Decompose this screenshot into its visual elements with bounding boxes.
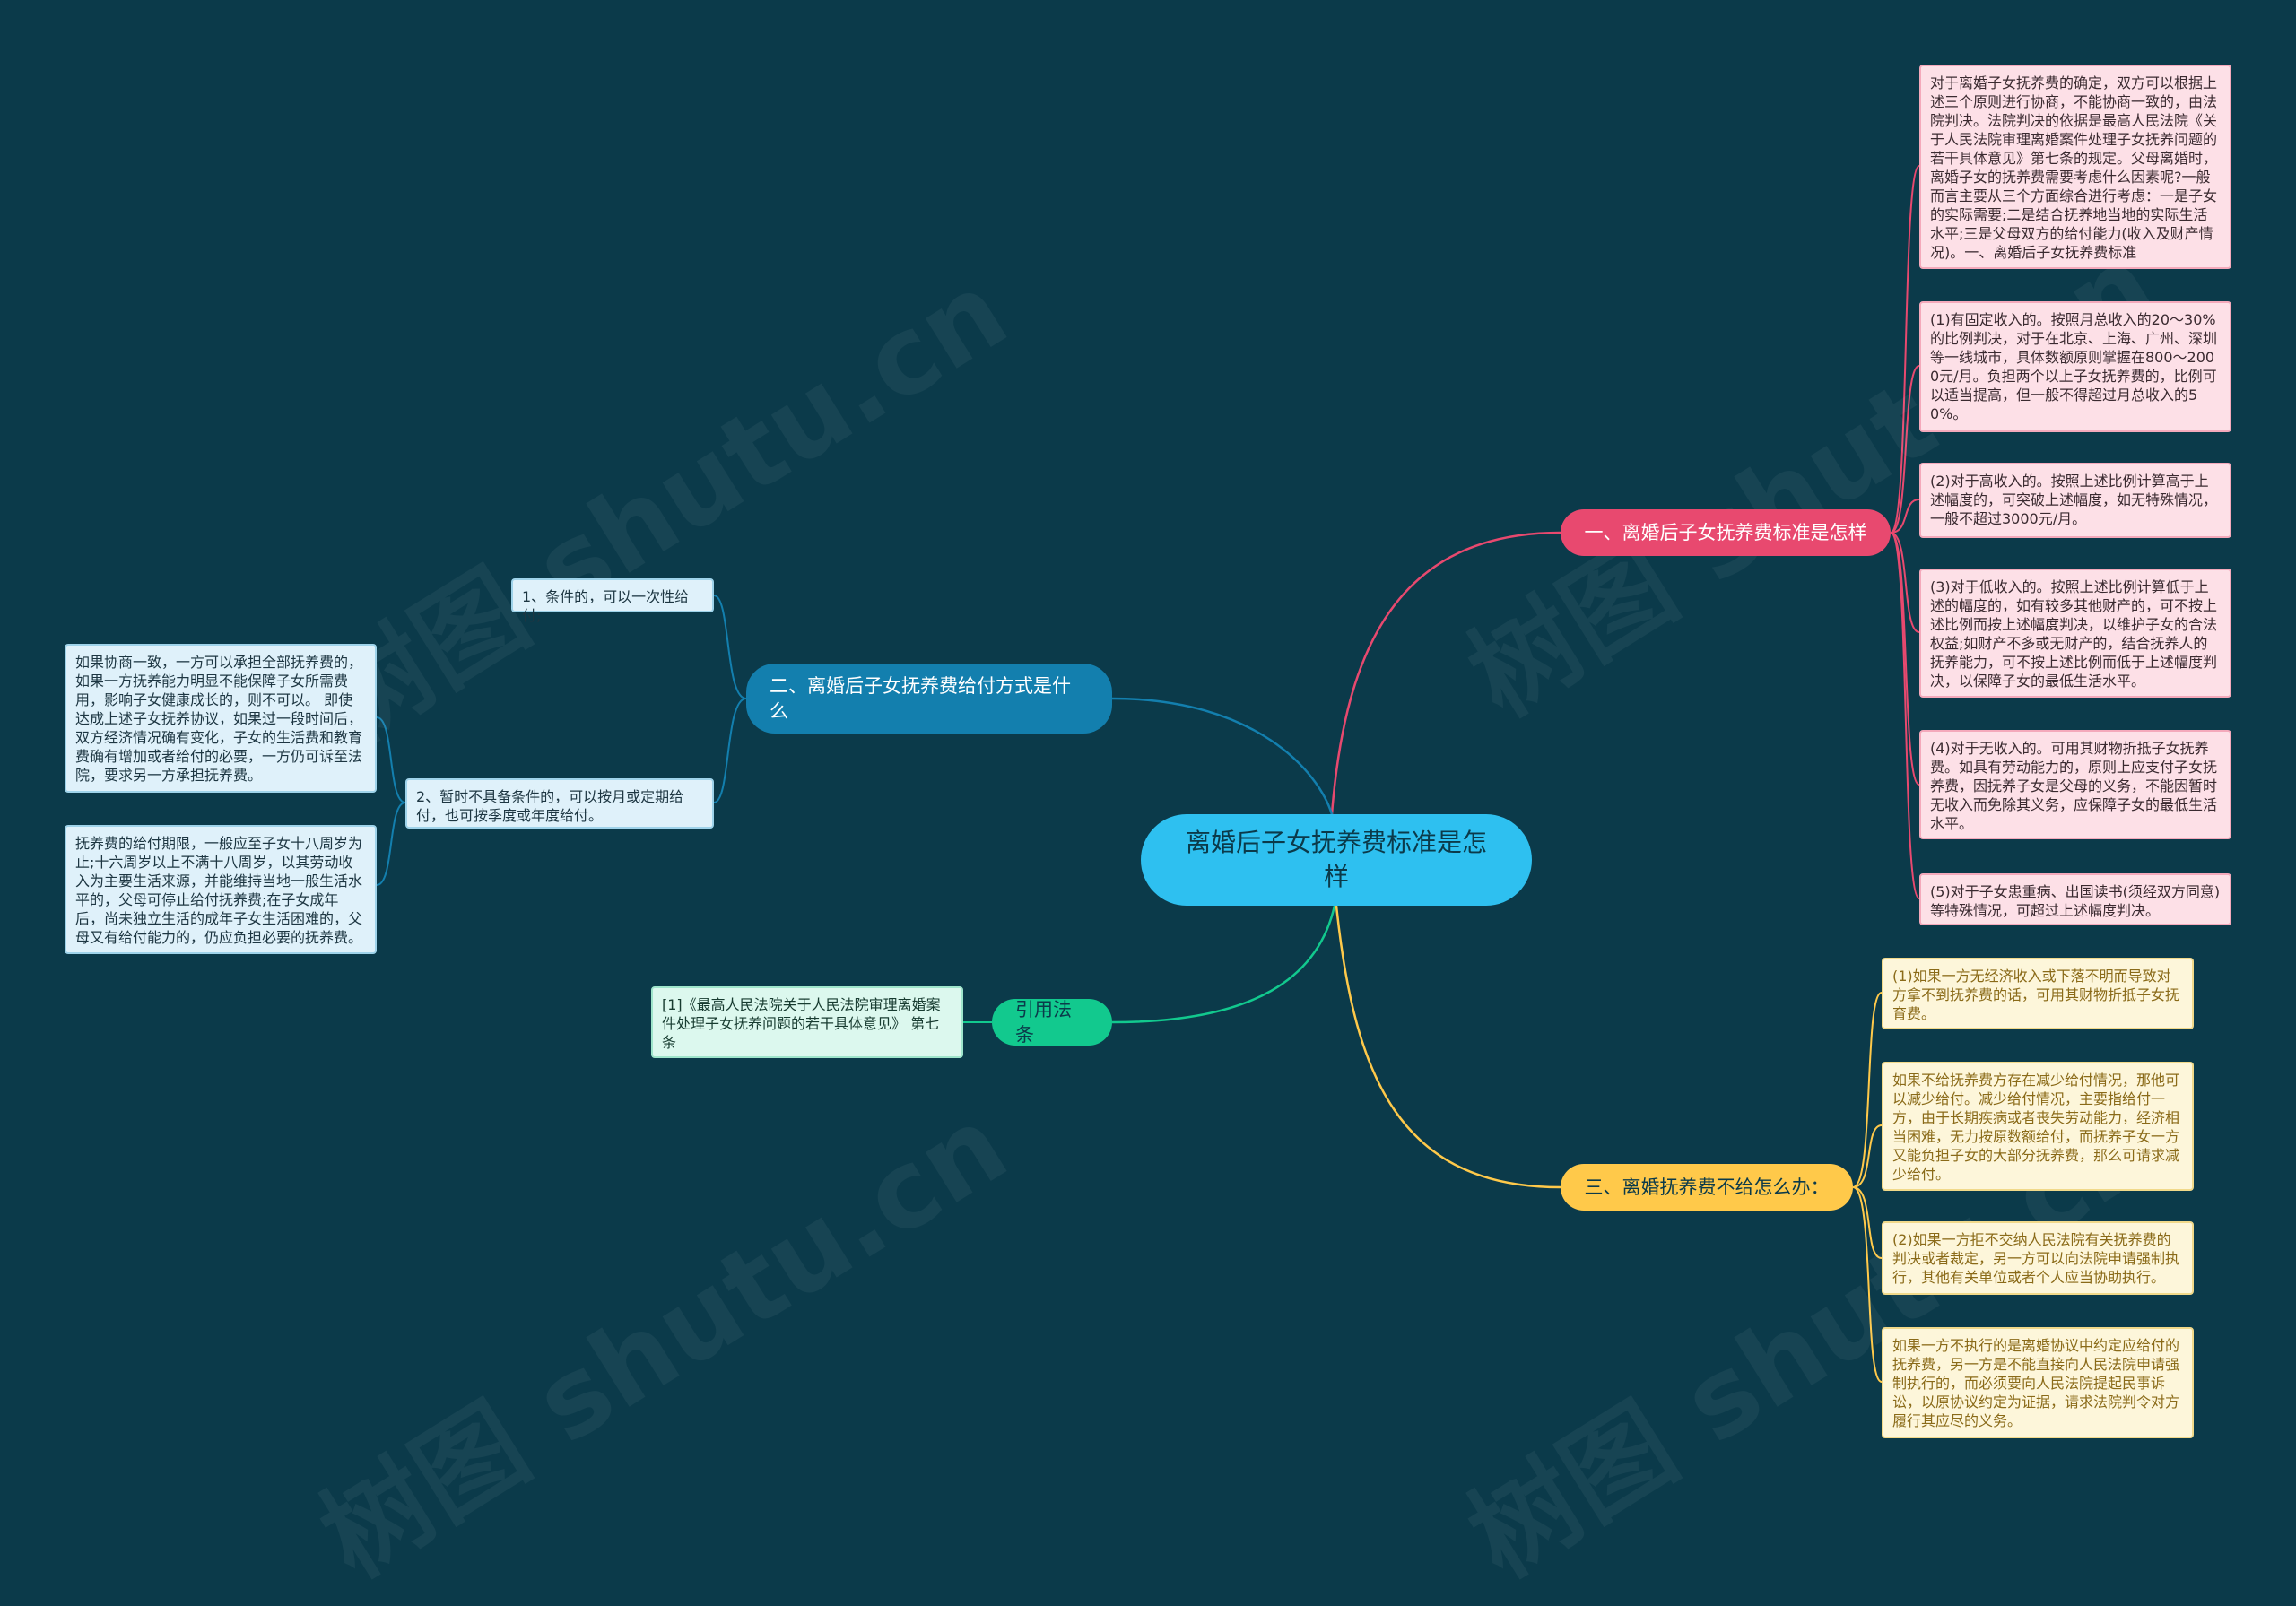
branch-standard-label: 一、离婚后子女抚养费标准是怎样: [1584, 522, 1867, 543]
branch-unpaid[interactable]: 三、离婚抚养费不给怎么办：: [1561, 1164, 1853, 1211]
link-unpaid-2: [1852, 1186, 1883, 1259]
link-standard-2: [1890, 499, 1920, 534]
payment-note-agreement[interactable]: 如果协商一致，一方可以承担全部抚养费的，如果一方抚养能力明显不能保障子女所需费用…: [65, 644, 377, 793]
law-leaf[interactable]: [1]《最高人民法院关于人民法院审理离婚案件处理子女抚养问题的若干具体意见》 第…: [651, 986, 963, 1058]
connector-lines: [376, 165, 1920, 1383]
link-center-payment: [1111, 697, 1334, 815]
link-unpaid-0: [1852, 992, 1883, 1188]
payment-leaf-one-time[interactable]: 1、条件的，可以一次性给付;: [511, 578, 714, 624]
branch-law-label: 引用法条: [1015, 999, 1072, 1046]
branch-payment-label: 二、离婚后子女抚养费给付方式是什么: [770, 675, 1071, 722]
payment-note-period[interactable]: 抚养费的给付期限，一般应至子女十八周岁为止;十六周岁以上不满十八周岁，以其劳动收…: [65, 825, 377, 954]
link-payment-0: [713, 595, 747, 699]
standard-leaf[interactable]: (4)对于无收入的。可用其财物折抵子女抚养费。如具有劳动能力的，原则上应支付子女…: [1919, 730, 2231, 839]
link-center-unpaid: [1335, 905, 1561, 1189]
branch-payment[interactable]: 二、离婚后子女抚养费给付方式是什么: [746, 664, 1112, 734]
link-payment-3: [376, 802, 406, 886]
unpaid-leaf[interactable]: (2)如果一方拒不交纳人民法院有关抚养费的判决或者裁定，另一方可以向法院申请强制…: [1882, 1221, 2194, 1295]
standard-leaf[interactable]: (5)对于子女患重病、出国读书(须经双方同意)等特殊情况，可超过上述幅度判决。: [1919, 873, 2231, 925]
branch-law[interactable]: 引用法条: [992, 999, 1112, 1046]
link-unpaid-1: [1852, 1124, 1883, 1188]
standard-leaf[interactable]: (3)对于低收入的。按照上述比例计算低于上述的幅度的，如有较多其他财产的，可不按…: [1919, 569, 2231, 698]
branch-standard[interactable]: 一、离婚后子女抚养费标准是怎样: [1561, 509, 1891, 556]
link-payment-2: [376, 716, 406, 803]
unpaid-leaf[interactable]: 如果不给抚养费方存在减少给付情况，那他可以减少给付。减少给付情况，主要指给付一方…: [1882, 1062, 2194, 1191]
branch-unpaid-label: 三、离婚抚养费不给怎么办：: [1584, 1176, 1830, 1198]
link-standard-0: [1890, 165, 1920, 534]
link-standard-5: [1890, 532, 1920, 899]
payment-leaf-periodic[interactable]: 2、暂时不具备条件的，可以按月或定期给付，也可按季度或年度给付。: [405, 778, 714, 829]
link-standard-4: [1890, 532, 1920, 786]
link-center-law: [1111, 905, 1336, 1024]
standard-leaf[interactable]: 对于离婚子女抚养费的确定，双方可以根据上述三个原则进行协商，不能协商一致的，由法…: [1919, 65, 2231, 269]
link-standard-3: [1890, 532, 1920, 633]
standard-leaf[interactable]: (1)有固定收入的。按照月总收入的20～30%的比例判决，对于在北京、上海、广州…: [1919, 301, 2231, 432]
unpaid-leaf[interactable]: (1)如果一方无经济收入或下落不明而导致对方拿不到抚养费的话，可用其财物折抵子女…: [1882, 958, 2194, 1029]
link-standard-1: [1890, 365, 1920, 534]
central-topic[interactable]: 离婚后子女抚养费标准是怎样: [1141, 814, 1532, 906]
unpaid-leaf[interactable]: 如果一方不执行的是离婚协议中约定应给付的抚养费，另一方是不能直接向人民法院申请强…: [1882, 1327, 2194, 1438]
standard-leaf[interactable]: (2)对于高收入的。按照上述比例计算高于上述幅度的，可突破上述幅度，如无特殊情况…: [1919, 463, 2231, 538]
link-unpaid-3: [1852, 1186, 1883, 1383]
link-payment-1: [713, 698, 747, 803]
link-center-standard: [1330, 531, 1561, 815]
